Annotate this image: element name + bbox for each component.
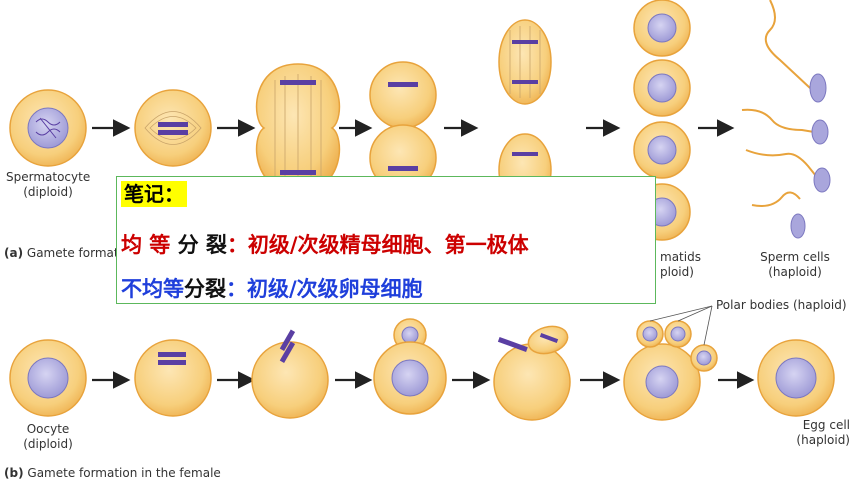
- note-box: 笔记： 均 等 分 裂：初级/次级精母细胞、第一极体 不均等分裂：初级/次级卵母…: [116, 176, 656, 304]
- polar-bodies-label: Polar bodies (haploid): [716, 298, 847, 312]
- female-metaphase-cell: [134, 339, 212, 417]
- female-anaphase-cell: [251, 329, 329, 419]
- note-title: 笔记：: [121, 181, 187, 207]
- metaphase-cell: [134, 89, 212, 167]
- female-row: [9, 305, 835, 421]
- male-row: [9, 0, 831, 241]
- spermatids-column: [633, 0, 691, 241]
- oocyte-label: Oocyte (diploid): [23, 422, 73, 451]
- female-caption: (b) Gamete formation in the female: [4, 466, 221, 480]
- egg-cell: [757, 339, 835, 417]
- sperm-cells-label: Sperm cells (haploid): [760, 250, 830, 279]
- secondary-oocyte-with-polar-body: [373, 318, 447, 415]
- meiosis-two-oocyte: [493, 325, 571, 421]
- division-word: 分 裂: [177, 233, 227, 257]
- ootid-with-polar-bodies: [623, 305, 718, 421]
- division-word: 分裂: [184, 277, 226, 301]
- spermatocyte-label: Spermatocyte (diploid): [6, 170, 91, 199]
- egg-cell-label: Egg cell (haploid): [796, 418, 850, 447]
- telophase-cells: [369, 61, 437, 192]
- sperm-cells: [741, 0, 831, 239]
- unequal-division-note: 不均等分裂：初级/次级卵母细胞: [121, 275, 423, 303]
- anaphase-cell: [255, 63, 341, 193]
- spermatocyte-cell: [9, 89, 87, 167]
- equal-division-note: 均 等 分 裂：初级/次级精母细胞、第一极体: [121, 231, 529, 259]
- equal-division-term: 均 等: [121, 233, 178, 257]
- unequal-division-term: 不均等: [121, 277, 184, 301]
- unequal-division-cells: ：初级/次级卵母细胞: [226, 277, 423, 301]
- spermatids-label: matids ploid): [660, 250, 701, 279]
- oocyte-cell: [9, 339, 87, 417]
- equal-division-cells: ：初级/次级精母细胞、第一极体: [226, 233, 529, 257]
- male-caption: (a) Gamete formati: [4, 246, 122, 260]
